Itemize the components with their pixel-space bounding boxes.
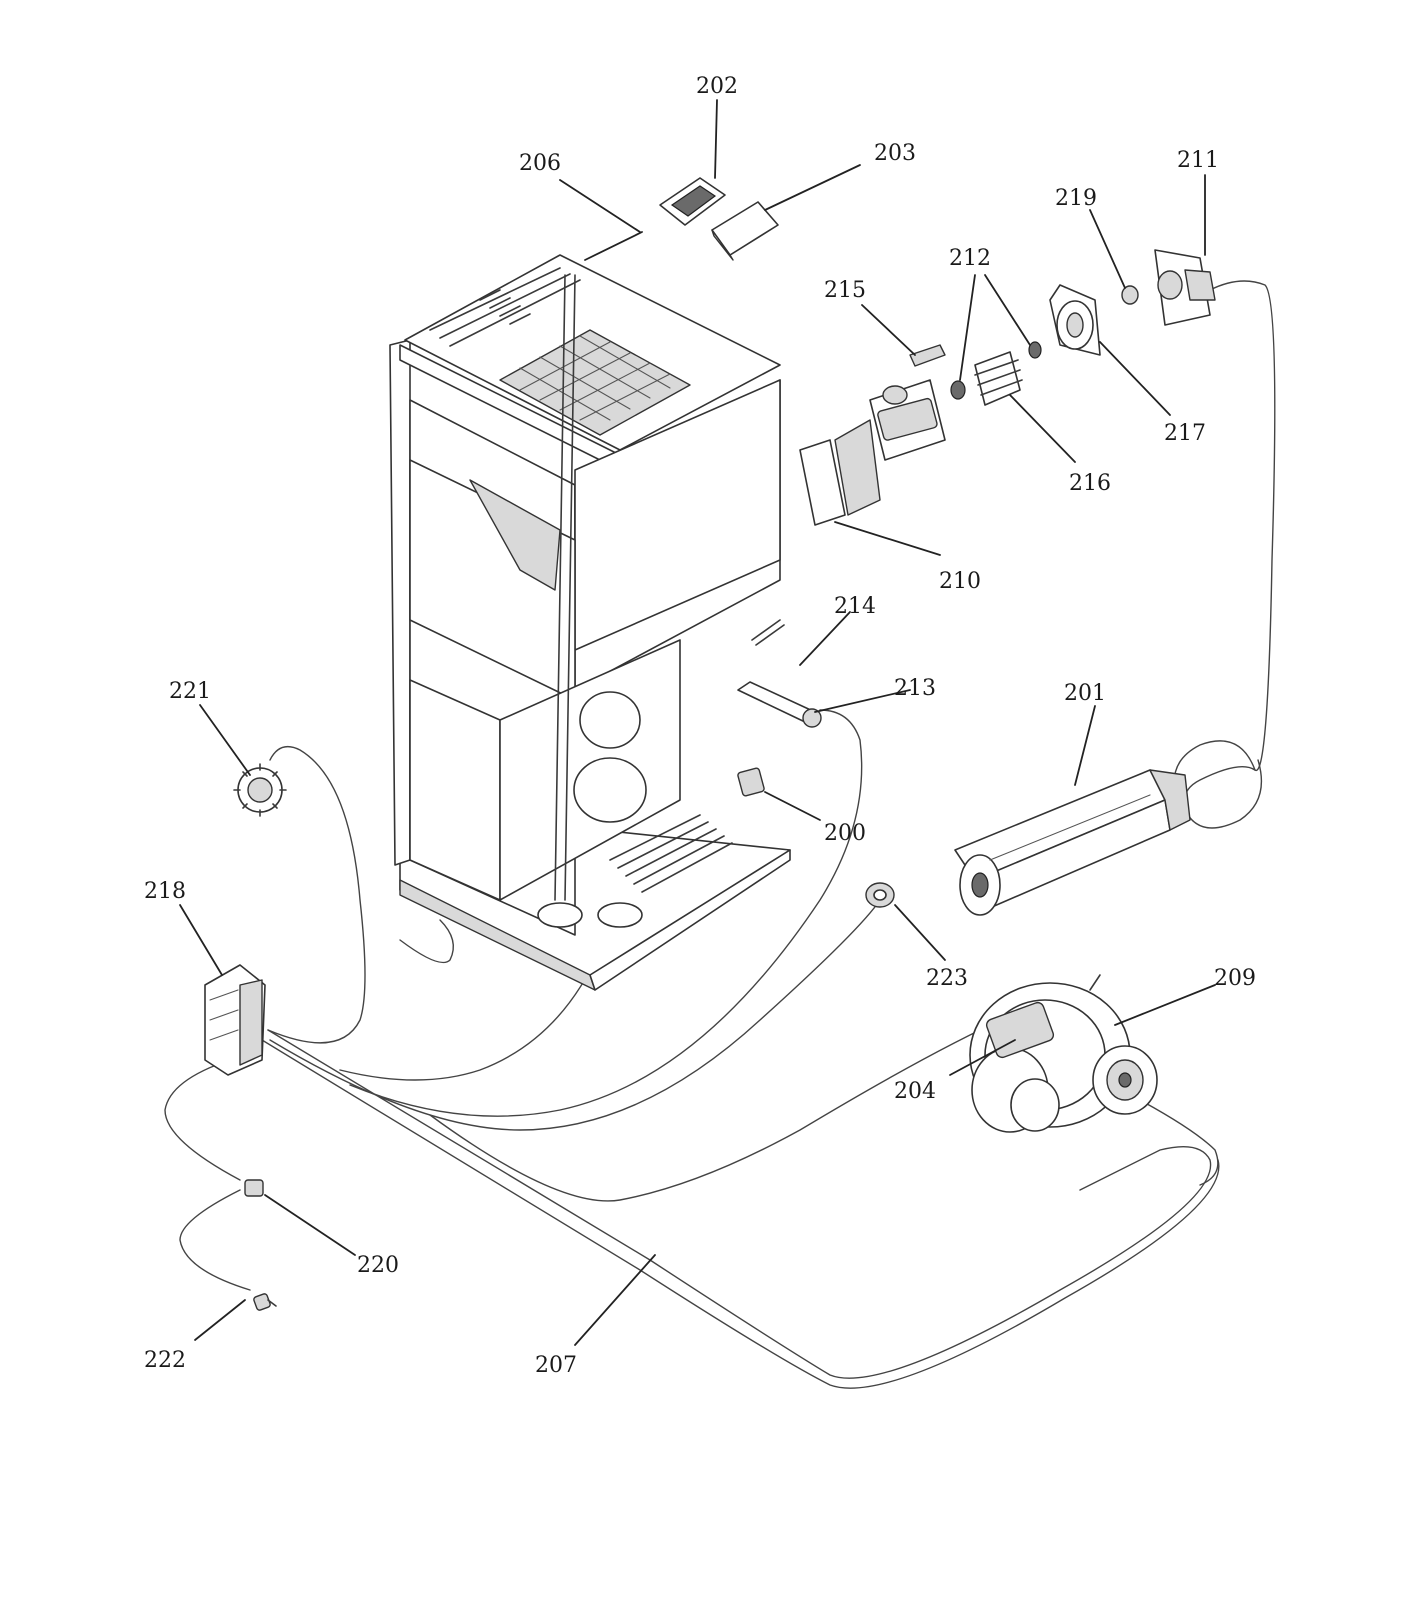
part-218-control-board xyxy=(204,964,266,1076)
callout-204: 204 xyxy=(894,1079,936,1104)
callout-216: 216 xyxy=(1069,471,1111,496)
callout-214: 214 xyxy=(834,594,876,619)
stove-frame xyxy=(389,254,791,991)
part-216-impeller xyxy=(974,351,1023,406)
callout-207: 207 xyxy=(535,1353,577,1378)
part-201-tangential-fan xyxy=(954,769,1191,916)
callout-221: 221 xyxy=(169,679,211,704)
callout-201: 201 xyxy=(1064,681,1106,706)
callout-211: 211 xyxy=(1177,148,1219,173)
part-202-control-panel xyxy=(659,177,726,226)
part-219-bearing xyxy=(1121,285,1139,305)
callout-218: 218 xyxy=(144,879,186,904)
callout-215: 215 xyxy=(824,278,866,303)
part-212-bushing xyxy=(950,341,1042,400)
leader-lines xyxy=(179,99,1216,1346)
part-209-exhaust-blower xyxy=(969,974,1158,1133)
part-211-gear-motor xyxy=(1154,249,1216,326)
callout-217: 217 xyxy=(1164,421,1206,446)
callout-223: 223 xyxy=(926,966,968,991)
part-210-igniter-plate xyxy=(799,419,881,526)
callout-220: 220 xyxy=(357,1253,399,1278)
part-203-cover-plate xyxy=(711,201,779,261)
part-213-214-sensor-rod xyxy=(737,619,822,728)
callout-212: 212 xyxy=(949,246,991,271)
part-217-fan-housing xyxy=(1049,284,1101,356)
part-215-bracket xyxy=(909,344,946,367)
callout-203: 203 xyxy=(874,141,916,166)
callout-200: 200 xyxy=(824,821,866,846)
callout-210: 210 xyxy=(939,569,981,594)
part-200-switch xyxy=(737,767,765,797)
part-222-plug xyxy=(253,1293,277,1311)
callout-219: 219 xyxy=(1055,186,1097,211)
feed-motor-assembly xyxy=(869,379,946,461)
callout-222: 222 xyxy=(144,1348,186,1373)
part-220-switch xyxy=(244,1179,264,1197)
callout-209: 209 xyxy=(1214,966,1256,991)
part-221-thermostat xyxy=(233,763,287,817)
callout-213: 213 xyxy=(894,676,936,701)
callout-206: 206 xyxy=(519,151,561,176)
wiring-harness xyxy=(164,280,1276,1389)
callout-202: 202 xyxy=(696,74,738,99)
callout-labels: 202 203 206 211 219 212 215 217 216 210 … xyxy=(144,74,1256,1378)
part-223-sensor xyxy=(865,882,895,908)
